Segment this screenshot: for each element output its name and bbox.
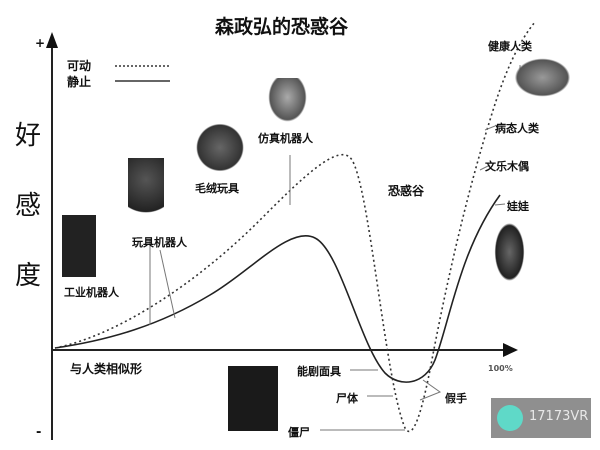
legend-moving: 可动 (67, 59, 92, 73)
y-minus-label: - (36, 425, 42, 440)
doll-image (492, 218, 527, 286)
industrial-robot-image (62, 215, 96, 277)
y-label-1: 好 (15, 121, 42, 151)
y-label-2: 感 (15, 191, 42, 221)
label-doll: 娃娃 (507, 200, 529, 213)
leader-lines (149, 65, 521, 431)
diagram-title: 森政弘的恐惑谷 (215, 16, 349, 38)
still-curve (54, 194, 501, 383)
label-sick-human: 病态人类 (495, 122, 539, 135)
healthy-human-image (510, 55, 575, 100)
label-noh-mask: 能剧面具 (297, 365, 341, 378)
y-axis-arrow (46, 32, 58, 48)
stuffed-toy-image (195, 120, 245, 175)
x-axis-label: 与人类相似形 (70, 362, 143, 376)
label-prosthetic-hand: 假手 (445, 392, 467, 405)
label-industrial-robot: 工业机器人 (64, 286, 119, 299)
zombie-image (228, 366, 278, 431)
valley-label: 恐惑谷 (388, 184, 425, 198)
moving-curve (54, 21, 536, 433)
watermark-text: 17173VR (529, 409, 589, 424)
label-toy-robot: 玩具机器人 (132, 236, 187, 249)
y-label-3: 度 (15, 261, 42, 291)
toy-robot-image (128, 158, 164, 230)
label-corpse: 尸体 (336, 392, 358, 405)
label-stuffed-toy: 毛绒玩具 (195, 182, 239, 195)
label-healthy-human: 健康人类 (488, 40, 532, 53)
y-plus-label: + (35, 36, 46, 50)
x-axis-end-label: 100% (488, 364, 513, 373)
label-bunraku: 文乐木偶 (485, 160, 529, 173)
watermark-icon (497, 405, 523, 431)
x-axis-arrow (503, 343, 518, 357)
label-zombie: 僵尸 (288, 426, 310, 439)
humanoid-robot-image (265, 78, 310, 126)
legend-still: 静止 (67, 75, 92, 89)
label-humanoid-robot: 仿真机器人 (258, 132, 313, 145)
watermark-logo: 17173VR (491, 398, 591, 438)
